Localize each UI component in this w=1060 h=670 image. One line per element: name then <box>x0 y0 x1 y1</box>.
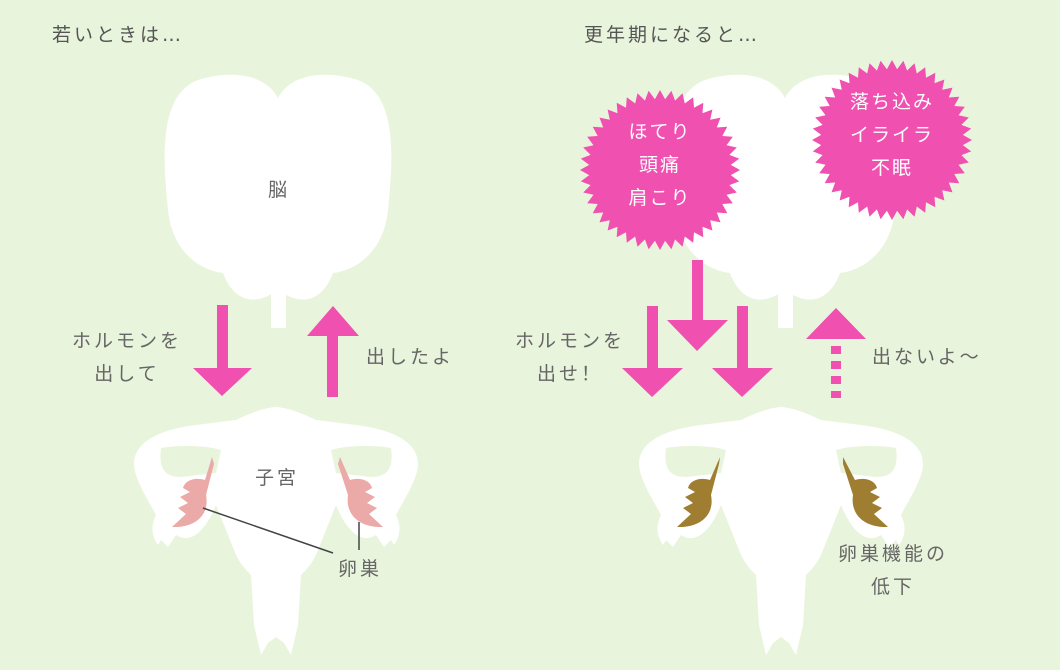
up-arrow-label-right: 出ないよ〜 <box>872 346 982 368</box>
right-panel-title: 更年期になると… <box>584 24 761 46</box>
up-arrow-label-left: 出したよ <box>366 346 455 368</box>
down-arrow-right-2 <box>712 306 773 397</box>
dotted-up-arrow <box>806 308 866 398</box>
down-arrow-left-2 <box>622 306 683 397</box>
symptom-burst-left <box>580 90 740 250</box>
right-ovary-left <box>677 457 720 528</box>
ovary-function-decline-label: 卵巣機能の 低下 <box>837 543 948 598</box>
down-arrow-center <box>667 260 728 351</box>
down-arrow-label-right: ホルモンを 出せ！ <box>514 330 625 385</box>
left-panel-title: 若いときは… <box>52 24 185 46</box>
symptom-burst-right-text: 落ち込み イライラ 不眠 <box>849 91 934 179</box>
uterus-label: 子宮 <box>255 467 300 489</box>
left-ovary-left <box>172 457 214 528</box>
brain-label-left: 脳 <box>268 179 291 201</box>
down-arrow-left <box>193 305 252 396</box>
down-arrow-label-left: ホルモンを 出して <box>71 330 182 385</box>
right-ovary-right <box>843 457 888 528</box>
up-arrow-left <box>307 306 359 397</box>
ovary-label: 卵巣 <box>338 558 383 580</box>
symptom-burst-right <box>812 60 972 220</box>
left-uterus <box>134 407 418 655</box>
left-ovary-right <box>338 457 383 528</box>
symptom-burst-left-text: ほてり 頭痛 肩こり <box>628 121 692 209</box>
right-uterus <box>639 407 923 655</box>
ovary-leader-line-left <box>202 507 334 554</box>
